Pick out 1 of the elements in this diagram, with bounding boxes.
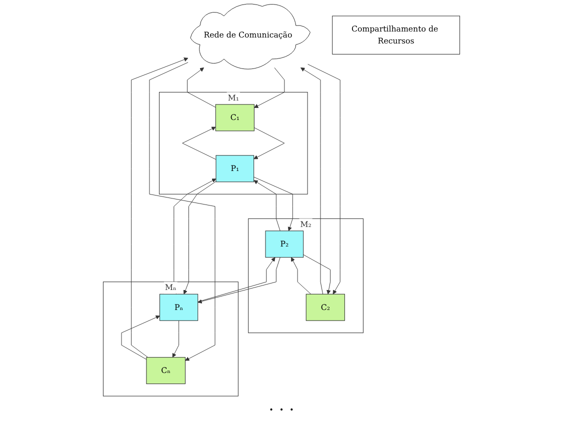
ellipsis-label: · · · [268,400,294,419]
